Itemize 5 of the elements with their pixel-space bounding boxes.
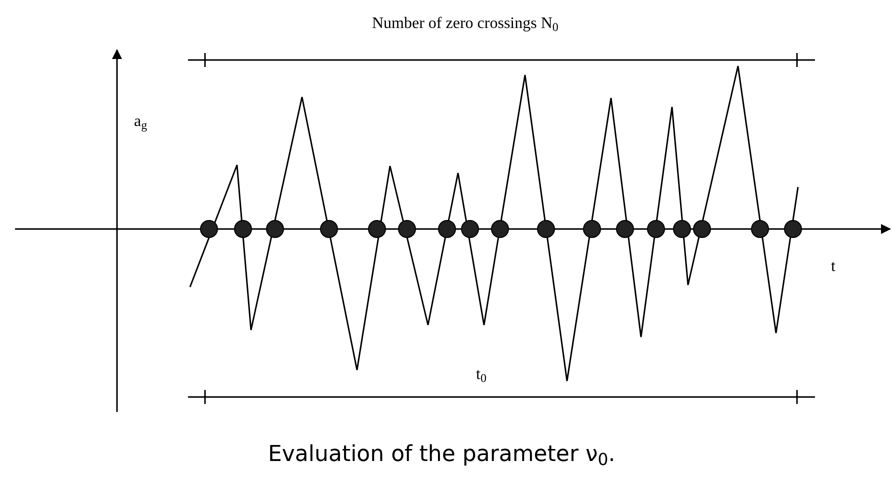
dimension-label: Number of zero crossings N$_{0}$ xyxy=(372,14,558,36)
dimension-label: t$_{0}$ xyxy=(476,365,486,387)
axis-label: a$_{g}$ xyxy=(134,112,148,134)
caption: Evaluation of the parameter ν$_{0}$. xyxy=(268,441,616,471)
axis-label: t xyxy=(831,257,836,277)
